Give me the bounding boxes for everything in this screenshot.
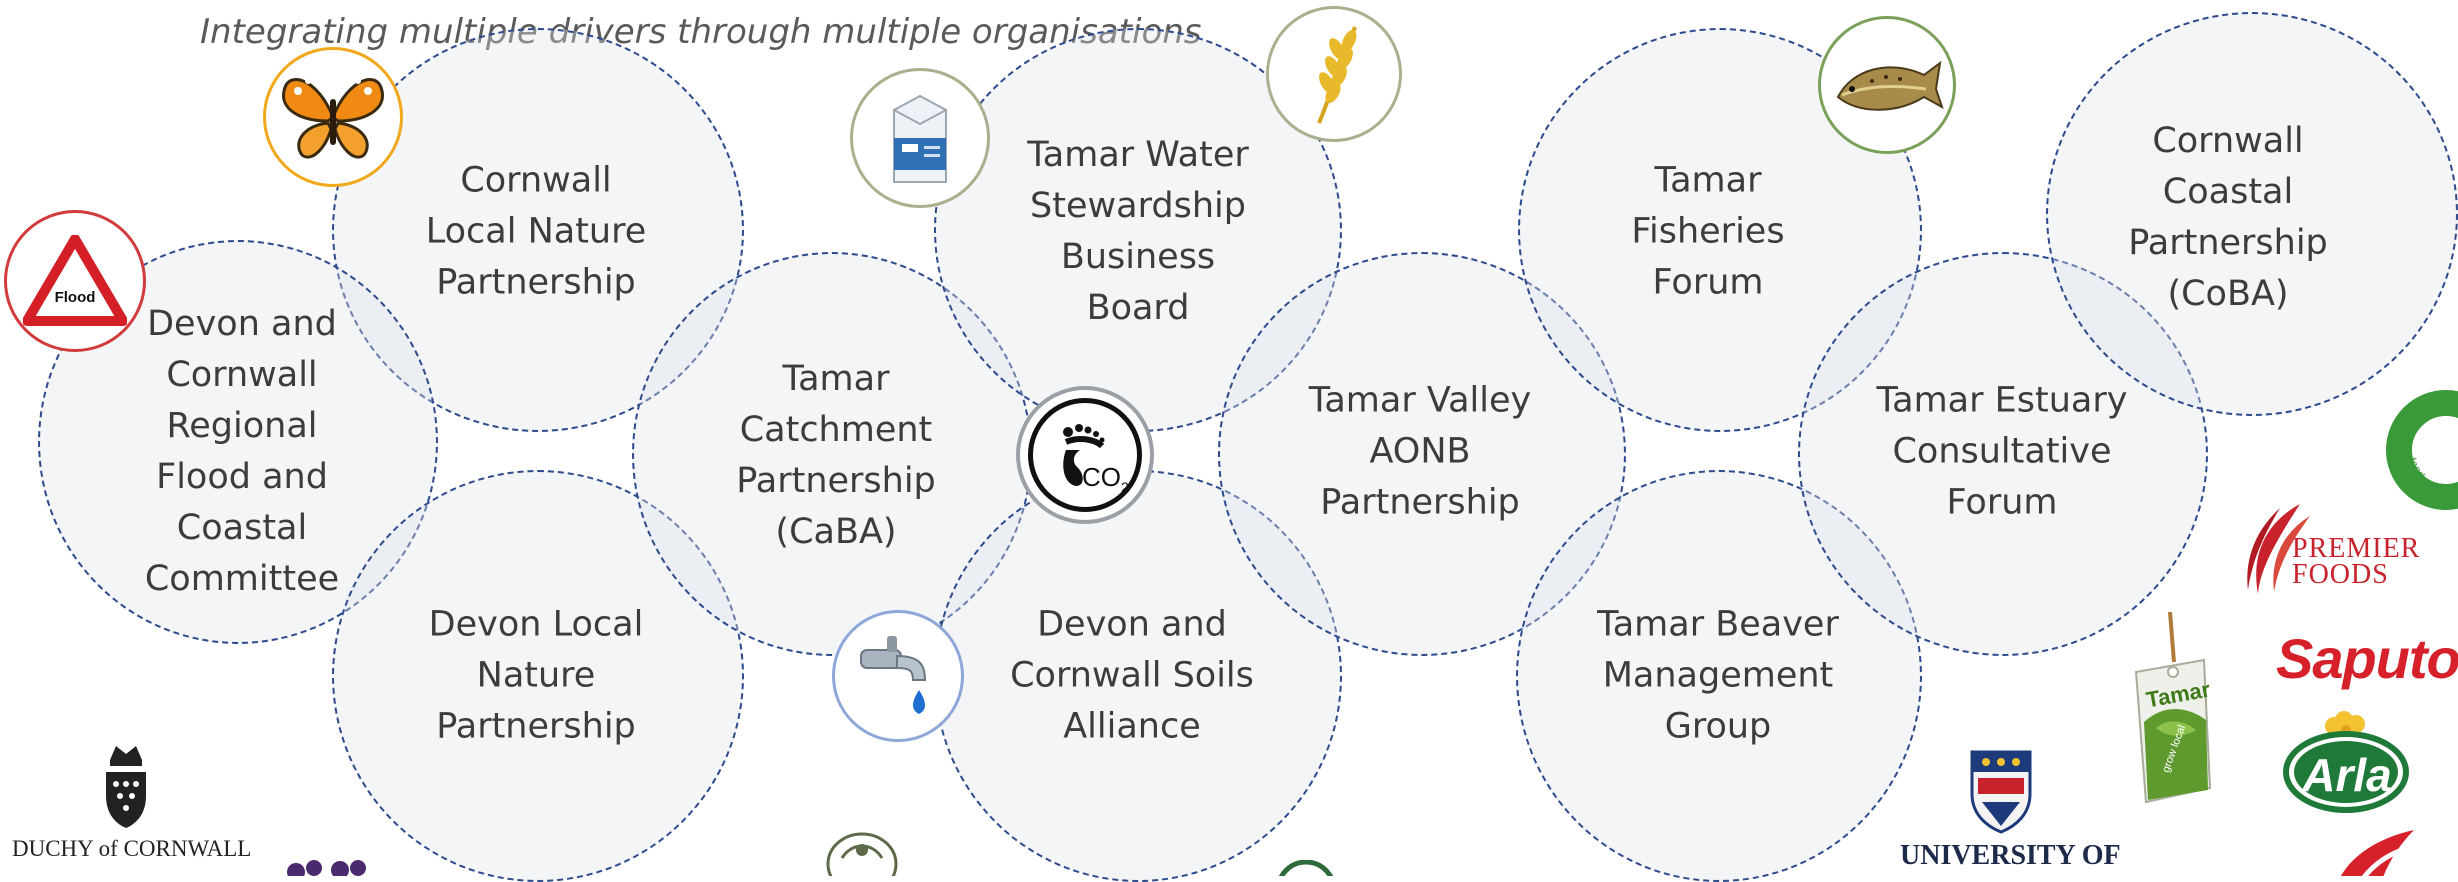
flood-sign-text: Flood bbox=[54, 289, 96, 306]
university-shield-icon bbox=[1968, 748, 2034, 834]
arla-graphic bbox=[2283, 711, 2409, 813]
university-logo-text: UNIVERSITY OF bbox=[1900, 840, 2121, 871]
food-ring-logo: food and d bbox=[2386, 390, 2458, 520]
red-partial-logo-icon bbox=[2328, 826, 2418, 876]
carbon-footprint-icon: CO2 bbox=[1016, 386, 1154, 524]
co2-text: CO2 bbox=[1082, 462, 1129, 495]
wheat-icon bbox=[1266, 6, 1402, 142]
tamar-tag-graphic bbox=[2134, 611, 2212, 804]
saputo-logo: Saputo bbox=[2276, 627, 2458, 690]
red-partial-graphic bbox=[2341, 830, 2414, 876]
premier-flame-graphic bbox=[2247, 504, 2310, 594]
university-shield-graphic bbox=[1970, 750, 2032, 834]
footprint-graphic bbox=[1063, 424, 1105, 486]
flood-warning-icon: Flood bbox=[4, 210, 146, 352]
milk-carton-graphic bbox=[893, 94, 947, 183]
premier-line1: PREMIER bbox=[2292, 533, 2421, 564]
arla-logo: Arla bbox=[2282, 706, 2412, 816]
tap-graphic bbox=[860, 636, 927, 714]
milk-carton-icon bbox=[850, 68, 990, 208]
duchy-crest-graphic bbox=[106, 746, 146, 828]
circle-cornwall-coastal bbox=[2046, 12, 2458, 416]
fish-graphic bbox=[1836, 60, 1944, 111]
fish-icon bbox=[1818, 16, 1956, 154]
duchy-crest-icon bbox=[96, 740, 156, 832]
premier-line2: FOODS bbox=[2292, 559, 2389, 590]
tamar-grow-local-tag: Tamar grow local bbox=[2126, 611, 2216, 812]
grape-logo-graphic bbox=[287, 860, 366, 876]
co2-subscript: 2 bbox=[1121, 479, 1129, 496]
green-seal-graphic bbox=[1278, 860, 1334, 876]
premier-foods-logo: PREMIER FOODS bbox=[2292, 533, 2421, 590]
butterfly-graphic bbox=[282, 78, 384, 159]
arla-logo-text: Arla bbox=[2302, 749, 2392, 801]
crest-logo-graphic bbox=[826, 832, 898, 876]
water-tap-icon bbox=[832, 610, 964, 742]
wheat-graphic bbox=[1317, 26, 1357, 124]
butterfly-icon bbox=[263, 47, 403, 187]
co2-label: CO bbox=[1082, 462, 1121, 492]
diagram-heading: Integrating multiple drivers through mul… bbox=[200, 12, 1202, 52]
flood-sign-graphic bbox=[23, 235, 127, 326]
premier-foods-flame-icon bbox=[2240, 500, 2320, 600]
crest-logo-partial-icon bbox=[822, 828, 902, 876]
carbon-footprint-ring bbox=[1028, 398, 1142, 512]
green-seal-partial-icon bbox=[1266, 860, 1346, 876]
duchy-of-cornwall-logo: DUCHY of CORNWALL bbox=[12, 836, 252, 861]
grape-logo-icon bbox=[282, 858, 376, 876]
